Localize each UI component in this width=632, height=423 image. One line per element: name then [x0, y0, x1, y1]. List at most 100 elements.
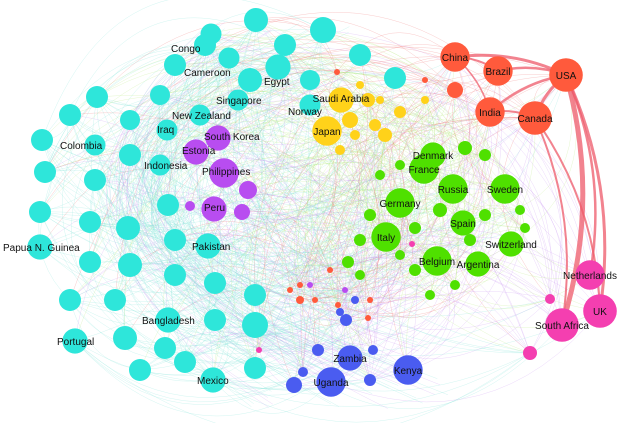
- node-philippines[interactable]: [209, 158, 239, 188]
- edge: [106, 22, 268, 398]
- edge: [41, 139, 371, 246]
- edge: [114, 262, 256, 301]
- edge: [212, 352, 531, 423]
- node-cameroon[interactable]: [218, 47, 240, 69]
- edge: [237, 99, 486, 232]
- edge: [399, 202, 521, 240]
- node-argentina[interactable]: [465, 251, 491, 277]
- node-uganda[interactable]: [316, 367, 346, 397]
- edge: [293, 154, 450, 386]
- minor-node: [336, 308, 344, 316]
- edge: [241, 19, 293, 213]
- edge: [237, 99, 381, 301]
- edge: [302, 70, 499, 373]
- node-germany[interactable]: [385, 188, 415, 218]
- minor-node: [335, 145, 345, 155]
- edge: [230, 119, 351, 369]
- strong-edge: [559, 74, 586, 326]
- minor-node: [104, 289, 126, 311]
- node-italy[interactable]: [371, 222, 401, 252]
- node-norway[interactable]: [299, 94, 321, 116]
- node-mexico[interactable]: [200, 367, 226, 393]
- node-bangladesh[interactable]: [155, 307, 181, 333]
- edge: [302, 291, 551, 373]
- edge: [139, 254, 401, 383]
- node-estonia[interactable]: [183, 139, 209, 165]
- minor-node: [515, 205, 525, 215]
- node-south-korea[interactable]: [205, 125, 231, 151]
- node-india[interactable]: [475, 97, 505, 127]
- edge: [247, 124, 376, 191]
- edge: [89, 53, 456, 263]
- node-brazil[interactable]: [483, 56, 513, 86]
- node-iraq[interactable]: [156, 119, 178, 141]
- edge: [223, 172, 361, 276]
- edge: [69, 114, 161, 172]
- edge: [159, 94, 347, 321]
- node-canada[interactable]: [518, 101, 552, 135]
- edge: [74, 299, 301, 375]
- edge: [217, 56, 456, 146]
- edge: [258, 99, 395, 351]
- node-portugal[interactable]: [62, 328, 88, 354]
- node-uk[interactable]: [583, 294, 617, 328]
- edge: [94, 29, 324, 181]
- node-china[interactable]: [440, 42, 470, 72]
- node-pakistan[interactable]: [195, 233, 221, 259]
- edge: [354, 134, 408, 319]
- edge: [195, 151, 331, 273]
- edge: [44, 170, 209, 247]
- minor-node: [409, 241, 415, 247]
- edge: [247, 189, 361, 276]
- node-indonesia[interactable]: [149, 154, 171, 176]
- node-peru[interactable]: [201, 196, 227, 222]
- edge: [309, 44, 536, 119]
- minor-node: [327, 267, 333, 273]
- edge: [249, 79, 531, 354]
- node-netherlands[interactable]: [575, 260, 605, 290]
- edge: [254, 99, 376, 296]
- edge: [39, 98, 239, 213]
- edge: [308, 104, 531, 354]
- edge: [237, 99, 359, 313]
- node-saudi-arabia[interactable]: [328, 87, 354, 113]
- node-japan[interactable]: [312, 116, 342, 146]
- node-sweden[interactable]: [490, 174, 520, 204]
- node-label-sweden: Sweden: [487, 185, 523, 196]
- minor-node: [129, 359, 151, 381]
- node-singapore[interactable]: [227, 89, 249, 111]
- edge: [115, 44, 273, 405]
- node-congo[interactable]: [200, 23, 222, 45]
- minor-node: [238, 68, 262, 92]
- node-papua-n-guinea[interactable]: [27, 234, 53, 260]
- edge: [247, 180, 387, 238]
- edge: [258, 44, 320, 351]
- edge: [262, 66, 361, 276]
- node-kenya[interactable]: [393, 355, 423, 385]
- node-south-africa[interactable]: [545, 308, 579, 342]
- edge: [207, 212, 563, 326]
- node-zambia[interactable]: [337, 345, 363, 371]
- edge: [464, 147, 496, 265]
- node-colombia[interactable]: [84, 134, 106, 156]
- edge: [319, 130, 371, 301]
- edge: [94, 179, 209, 247]
- minor-node: [150, 85, 170, 105]
- node-spain[interactable]: [450, 210, 476, 236]
- node-france[interactable]: [409, 154, 439, 184]
- node-usa[interactable]: [549, 58, 583, 92]
- edge: [339, 154, 486, 313]
- node-new-zealand[interactable]: [189, 104, 211, 126]
- node-switzerland[interactable]: [498, 231, 524, 257]
- node-egypt[interactable]: [265, 54, 291, 80]
- edge: [142, 26, 373, 394]
- edge: [212, 245, 401, 381]
- edge: [319, 29, 376, 126]
- edge: [254, 274, 361, 328]
- edge: [61, 96, 166, 349]
- edge: [384, 134, 428, 271]
- node-russia[interactable]: [438, 174, 468, 204]
- node-belgium[interactable]: [422, 246, 452, 276]
- edge: [247, 189, 371, 224]
